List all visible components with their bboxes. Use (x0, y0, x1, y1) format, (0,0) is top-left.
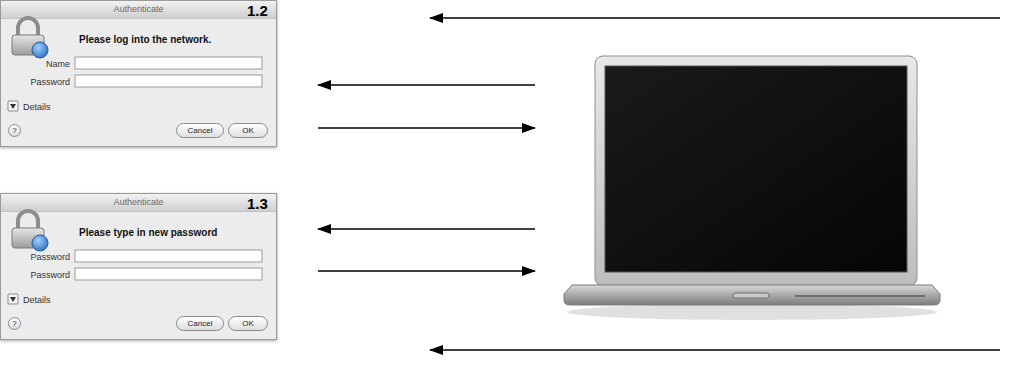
flow-arrow (318, 270, 535, 271)
lock-icon (12, 211, 48, 251)
laptop-illustration (564, 56, 940, 320)
push-button: Cancel (176, 316, 224, 331)
text-field (75, 57, 262, 69)
dialog-window: AuthenticatePlease log into the network.… (0, 0, 277, 147)
button-label: Cancel (188, 127, 213, 135)
flow-arrow (430, 17, 1000, 18)
window-title: Authenticate (1, 4, 276, 14)
button-label: ? (12, 320, 16, 328)
push-button: OK (228, 316, 268, 331)
disclosure-triangle (8, 294, 18, 304)
field-label: Password (30, 77, 70, 87)
help-button: ? (8, 317, 21, 330)
flow-arrow (430, 349, 1000, 350)
text-field (75, 250, 262, 262)
button-label: OK (242, 320, 254, 328)
dialog-window: AuthenticatePlease type in new passwordP… (0, 193, 277, 340)
button-label: OK (242, 127, 254, 135)
push-button: Cancel (176, 123, 224, 138)
field-label: Password (30, 270, 70, 280)
help-button: ? (8, 124, 21, 137)
text-field (75, 75, 262, 87)
text-field (75, 268, 262, 280)
disclosure-triangle (8, 101, 18, 111)
field-label: Name (46, 59, 70, 69)
lock-icon (12, 18, 48, 58)
push-button: OK (228, 123, 268, 138)
flow-arrow (318, 84, 535, 85)
disclosure-label: Details (23, 102, 51, 112)
flow-arrow (318, 127, 535, 128)
disclosure-label: Details (23, 295, 51, 305)
button-label: Cancel (188, 320, 213, 328)
window-title: Authenticate (1, 197, 276, 207)
field-label: Password (30, 252, 70, 262)
flow-arrow (318, 228, 535, 229)
prompt-text: Please type in new password (79, 227, 217, 238)
button-label: ? (12, 127, 16, 135)
callout-number: 1.3 (247, 196, 268, 211)
callout-number: 1.2 (247, 3, 268, 18)
prompt-text: Please log into the network. (79, 34, 211, 45)
